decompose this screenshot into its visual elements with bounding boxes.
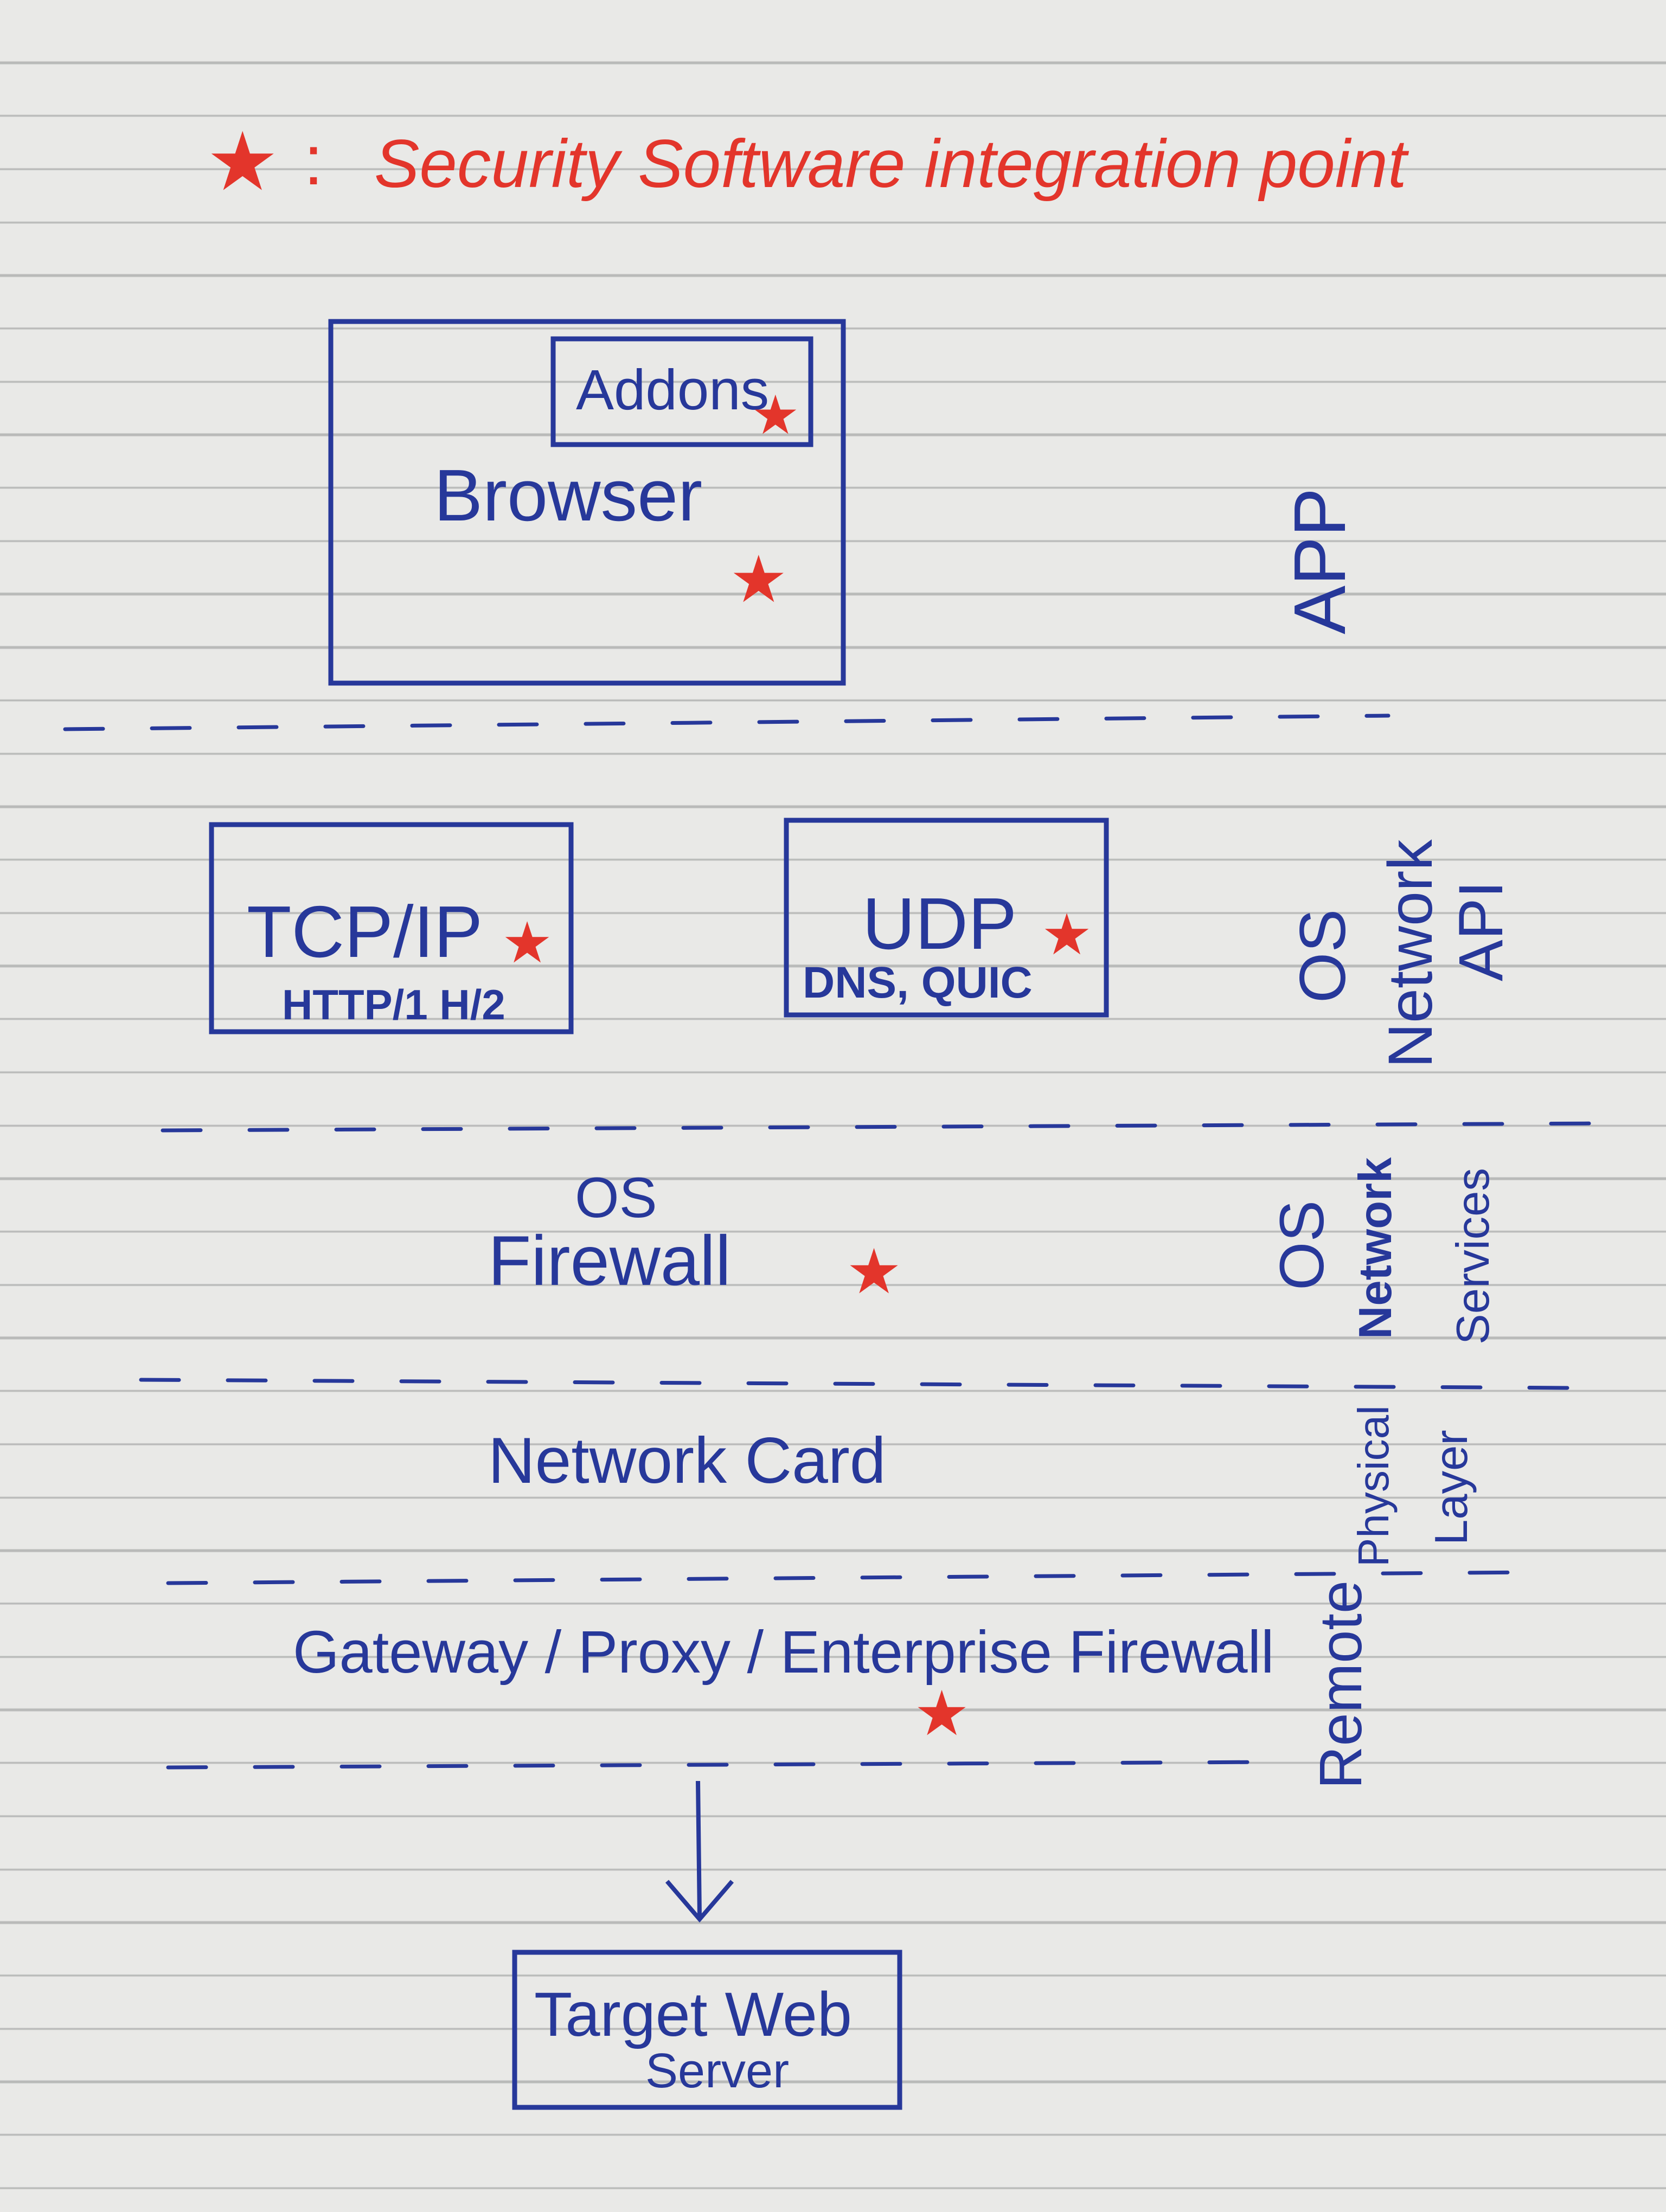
network-card-label: Network Card — [488, 1424, 886, 1497]
os-network-services-label-3: Services — [1447, 1168, 1499, 1345]
layer-divider-os-api — [161, 1121, 1610, 1133]
tcp-ip-label: TCP/IP — [247, 891, 483, 973]
addons-star-icon: ★ — [751, 383, 800, 447]
os-network-api-label-2: Network — [1376, 839, 1445, 1068]
gateway-proxy-firewall-label: Gateway / Proxy / Enterprise Firewall — [293, 1619, 1274, 1686]
target-web-server-box — [512, 1950, 902, 2110]
physical-layer-label-1: Physical — [1349, 1405, 1398, 1567]
arrow-down-icon — [665, 1780, 734, 1923]
legend-star-icon: ★ — [206, 116, 279, 207]
os-network-api-label-3: API — [1446, 881, 1516, 981]
layer-divider-app — [63, 713, 1391, 731]
target-web-server-label-2: Server — [645, 2044, 789, 2098]
addons-box — [550, 336, 813, 447]
browser-star-icon: ★ — [729, 542, 788, 618]
udp-label: UDP — [862, 883, 1017, 964]
os-firewall-label-2: Firewall — [488, 1221, 731, 1300]
tcp-ip-box — [209, 822, 574, 1034]
legend-text: Security Software integration point — [374, 126, 1409, 202]
tcp-ip-protocols: HTTP/1 H/2 — [282, 981, 505, 1028]
tcp-ip-star-icon: ★ — [502, 910, 553, 976]
layer-divider-remote — [166, 1760, 1277, 1770]
remote-layer-label: Remote — [1308, 1580, 1374, 1789]
browser-label: Browser — [434, 454, 702, 536]
os-network-services-label-1: OS — [1267, 1200, 1337, 1290]
os-network-services-label-2: Network — [1350, 1157, 1401, 1339]
udp-star-icon: ★ — [1041, 902, 1092, 968]
legend: ★ : Security Software integration point — [206, 116, 1409, 207]
addons-label: Addons — [576, 358, 769, 422]
browser-box — [328, 319, 846, 686]
os-network-api-label-1: OS — [1286, 909, 1359, 1003]
physical-layer-label-2: Layer — [1426, 1430, 1477, 1545]
os-firewall-label-1: OS — [575, 1166, 657, 1230]
os-firewall-star-icon: ★ — [846, 1236, 902, 1308]
layer-divider-os-services — [139, 1378, 1575, 1390]
udp-protocols: DNS, QUIC — [803, 958, 1033, 1007]
legend-separator: : — [304, 120, 323, 200]
target-web-server-label-1: Target Web — [534, 1980, 852, 2049]
app-layer-label: APP — [1279, 488, 1361, 634]
udp-box — [784, 818, 1109, 1018]
layer-divider-physical — [166, 1570, 1532, 1585]
gateway-star-icon: ★ — [914, 1677, 970, 1750]
